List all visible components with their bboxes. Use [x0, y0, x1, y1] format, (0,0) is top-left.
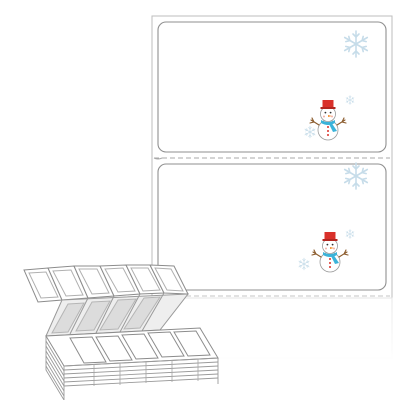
perforation-line [153, 157, 390, 160]
fanfold-top-strip [23, 264, 189, 303]
fanfold-pile [45, 327, 219, 400]
fanfold-stack [23, 264, 219, 400]
fanfold-slope [45, 292, 190, 337]
label-top [157, 21, 387, 153]
label-bottom [157, 162, 387, 291]
